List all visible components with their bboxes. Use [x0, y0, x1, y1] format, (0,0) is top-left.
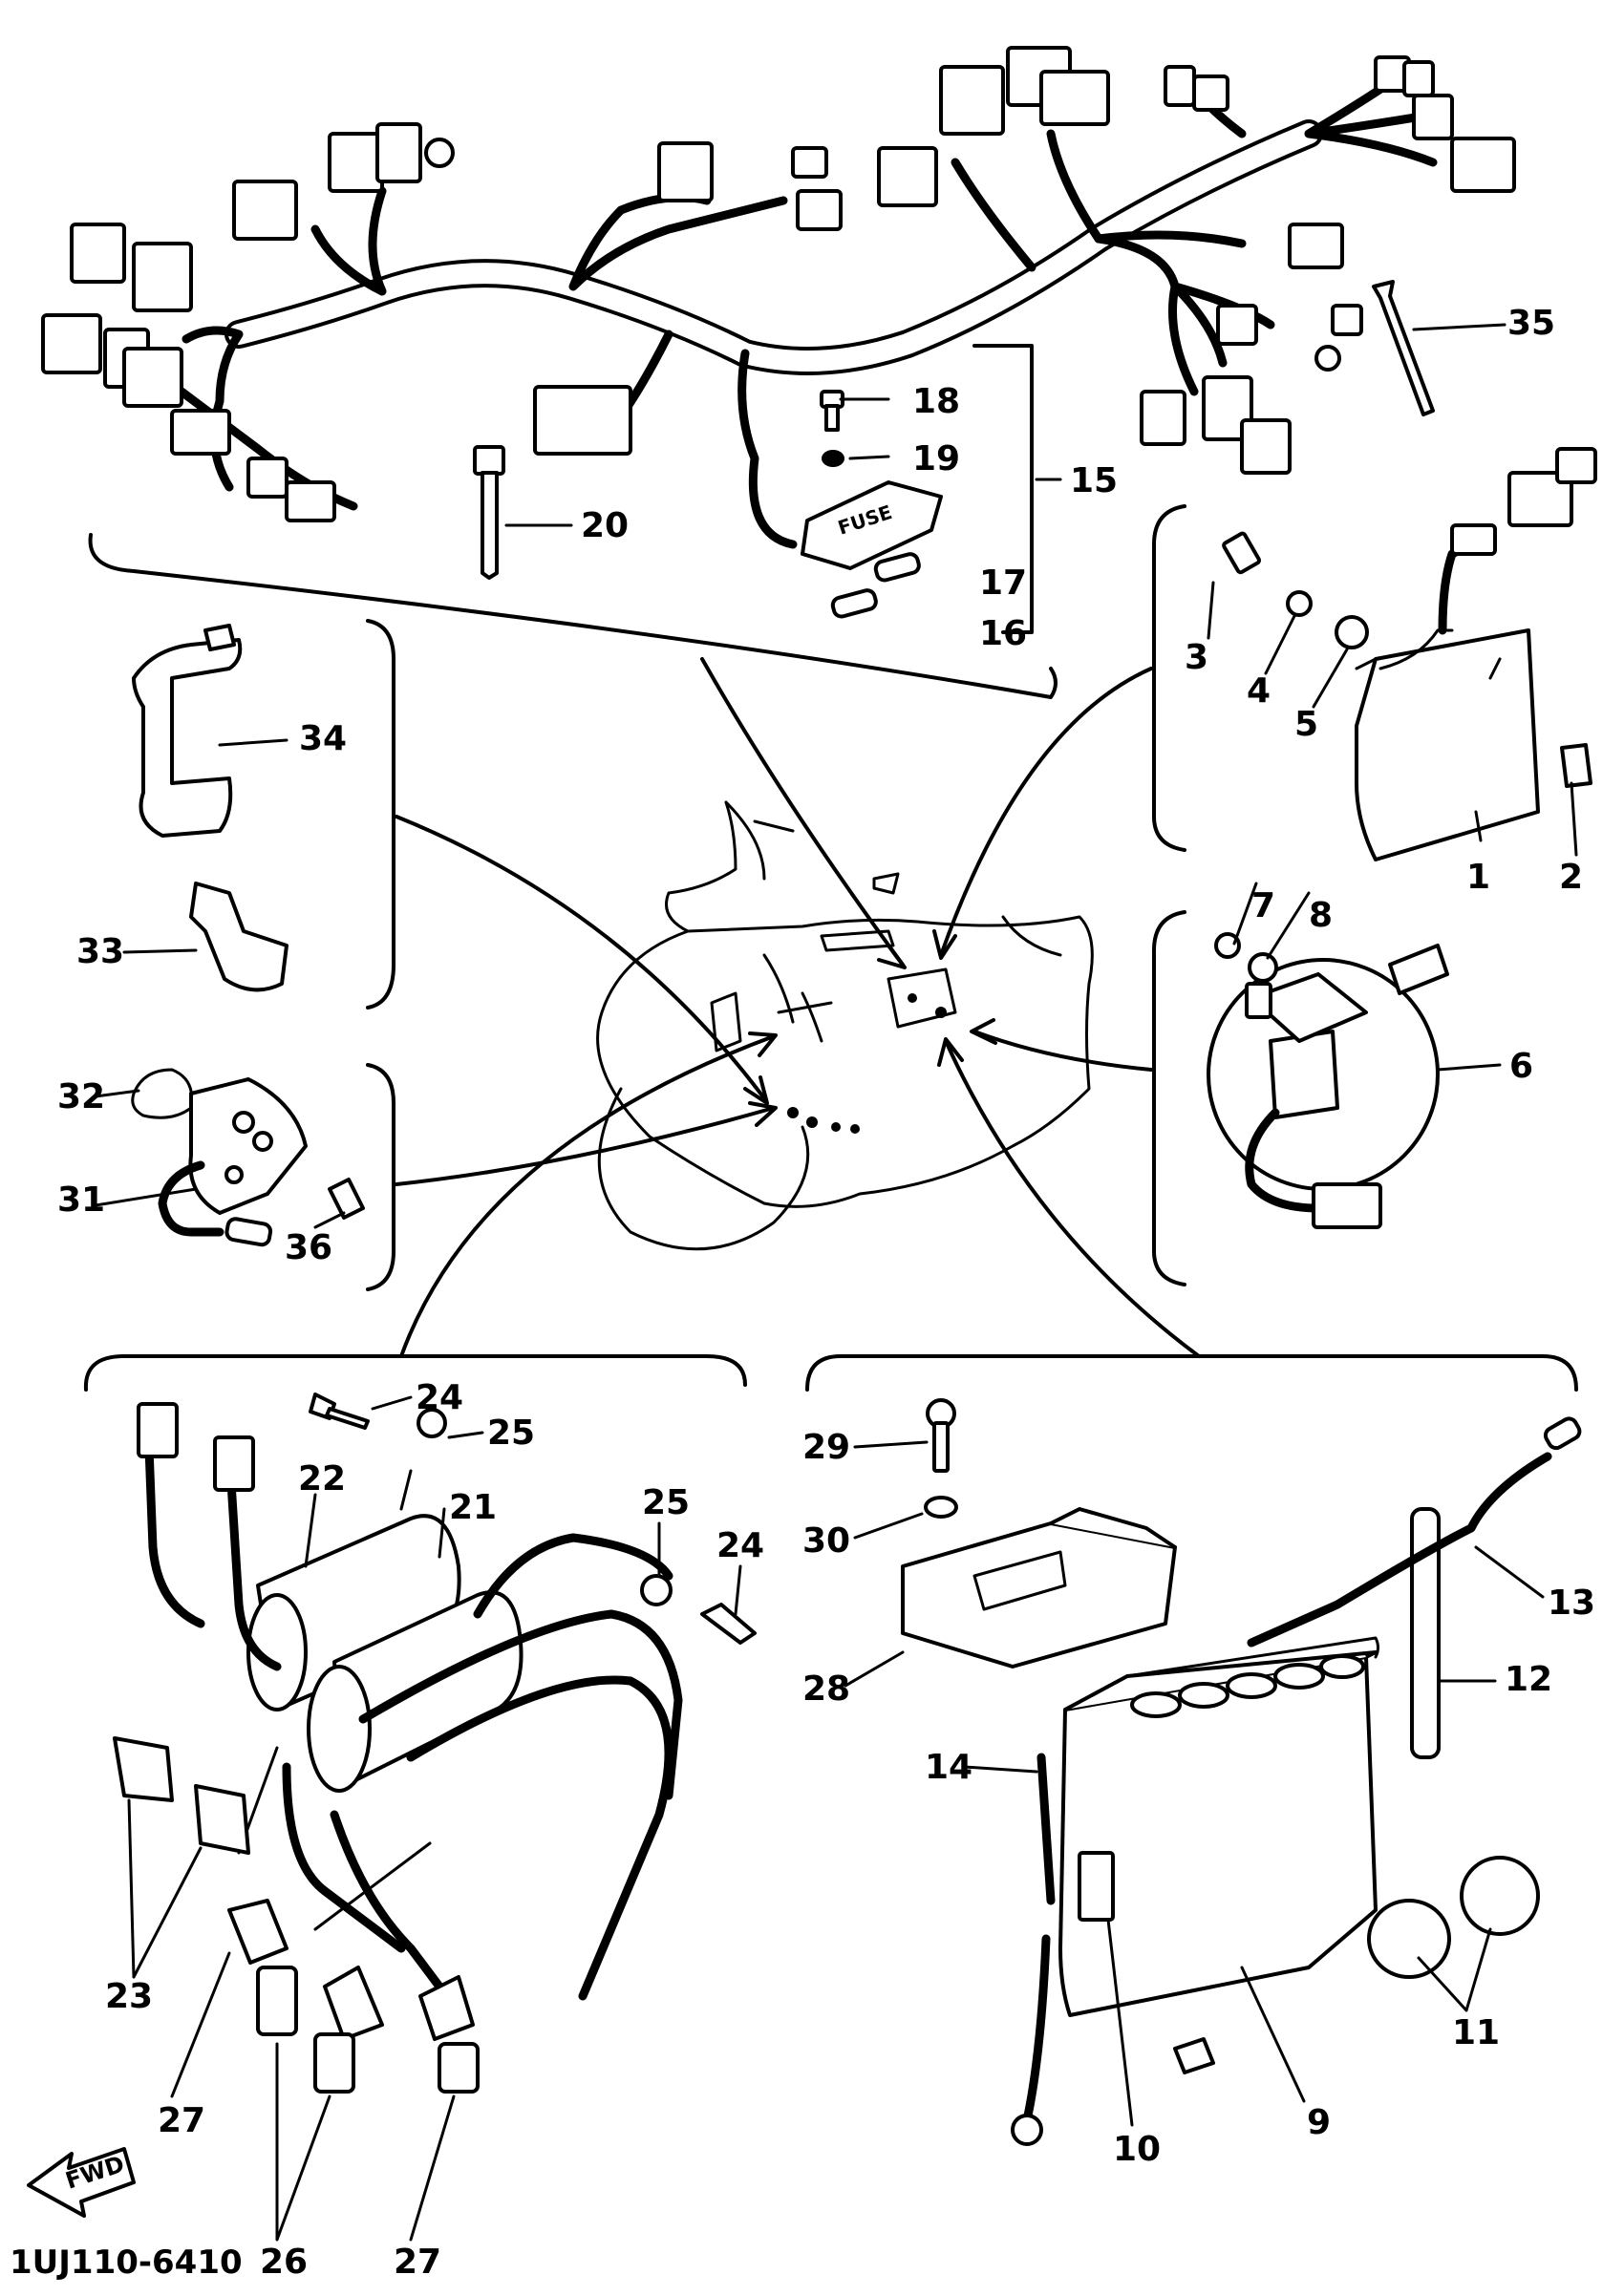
- battery-group-bracket: [805, 1354, 1578, 1392]
- part-label-10: 10: [1113, 2130, 1161, 2169]
- harness-group-bracket: [88, 533, 1058, 699]
- part-label-26: 26: [260, 2243, 308, 2282]
- sensor-group-bracket: [366, 1063, 395, 1291]
- arrow-ignition: [399, 1034, 776, 1358]
- battery: [901, 1398, 1582, 2146]
- arrow-sensor: [395, 1106, 776, 1186]
- rectifier-group-bracket: [1152, 504, 1186, 852]
- part-label-6: 6: [1509, 1047, 1533, 1086]
- forward-arrow: FWD: [27, 2147, 136, 2218]
- part-label-25a: 25: [487, 1414, 535, 1453]
- ignition-group-bracket: [83, 1354, 747, 1392]
- part-label-22: 22: [298, 1459, 346, 1499]
- starter-relay: [1207, 932, 1449, 1229]
- arrow-relay: [972, 1030, 1153, 1072]
- part-label-17: 17: [979, 563, 1027, 603]
- relay-group-bracket: [1152, 910, 1186, 1286]
- bracket-group-bracket: [366, 619, 395, 1010]
- part-label-5: 5: [1294, 705, 1318, 744]
- fuse-box: FUSE: [801, 390, 943, 619]
- part-label-24a: 24: [416, 1378, 463, 1417]
- part-label-1: 1: [1466, 858, 1490, 897]
- part-label-24b: 24: [716, 1526, 764, 1565]
- part-label-8: 8: [1309, 896, 1333, 935]
- part-label-27b: 27: [394, 2243, 441, 2282]
- location-arrows: [395, 657, 1201, 1358]
- part-label-3: 3: [1185, 638, 1208, 677]
- part-label-34: 34: [299, 719, 347, 758]
- part-label-21: 21: [449, 1488, 497, 1527]
- part-label-4: 4: [1247, 671, 1271, 711]
- cable-tie: [1372, 280, 1435, 416]
- part-label-15: 15: [1070, 461, 1118, 500]
- part-label-16: 16: [979, 614, 1027, 653]
- part-label-18: 18: [912, 382, 960, 421]
- part-label-25b: 25: [642, 1483, 690, 1522]
- mount-bracket: [132, 624, 243, 838]
- part-label-31: 31: [57, 1180, 105, 1220]
- arrow-battery: [944, 1039, 1201, 1358]
- arrow-rectifier: [939, 667, 1153, 957]
- arrow-bracket: [395, 815, 766, 1100]
- wire-harness: [41, 46, 1516, 549]
- part-label-36: 36: [285, 1228, 332, 1267]
- section-brackets: [83, 504, 1578, 1392]
- rectifier-regulator: [1222, 447, 1597, 861]
- clip-bracket: [189, 882, 288, 992]
- arrow-harness: [700, 657, 905, 967]
- part-label-2: 2: [1559, 858, 1583, 897]
- ignition-coils: [113, 1392, 757, 2094]
- part-label-29: 29: [802, 1428, 850, 1467]
- part-label-9: 9: [1307, 2103, 1331, 2142]
- part-label-20: 20: [581, 506, 629, 545]
- part-label-27a: 27: [158, 2101, 205, 2140]
- part-label-35: 35: [1507, 304, 1555, 343]
- motorcycle-outline: [596, 800, 1094, 1251]
- gear-position-switch: [131, 1068, 365, 1247]
- ignition-key: [473, 445, 505, 580]
- part-label-19: 19: [912, 439, 960, 478]
- part-label-7: 7: [1251, 886, 1275, 925]
- part-label-33: 33: [76, 932, 124, 971]
- part-label-30: 30: [802, 1521, 850, 1561]
- part-label-11: 11: [1452, 2013, 1500, 2052]
- part-label-23: 23: [105, 1977, 153, 2016]
- part-labels: 1 2 3 4 5 6 7 8 9 10 11 12 13 14 15 16 1…: [57, 304, 1595, 2282]
- part-label-13: 13: [1548, 1584, 1595, 1623]
- diagram-code: 1UJ110-6410: [10, 2243, 243, 2282]
- part-label-28: 28: [802, 1669, 850, 1709]
- part-label-12: 12: [1505, 1660, 1552, 1699]
- leader-lines: [94, 323, 1578, 2242]
- fuse-box-bracket: [972, 344, 1034, 634]
